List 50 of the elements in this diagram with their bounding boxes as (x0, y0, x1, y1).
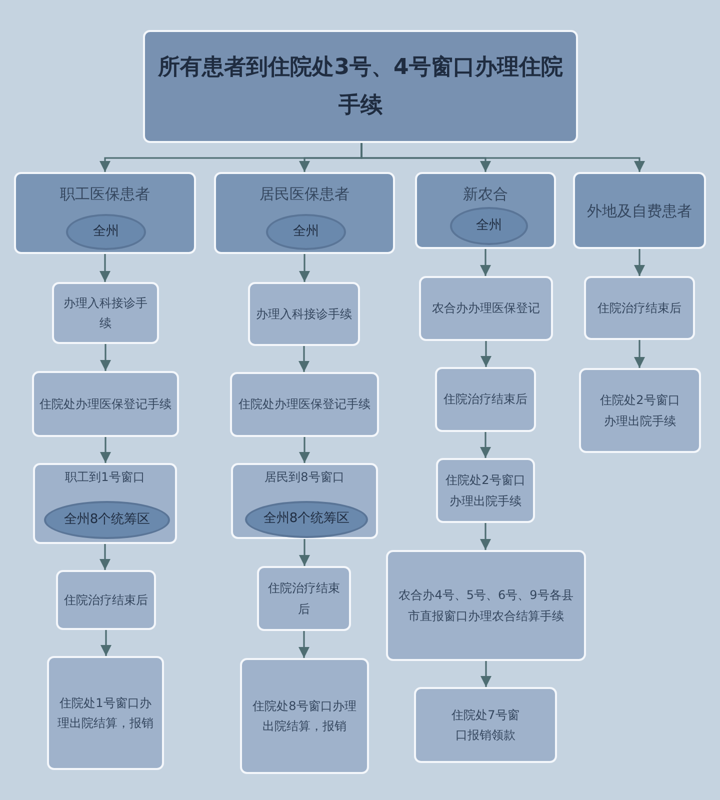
step-box: 农合办办理医保登记 (419, 276, 553, 341)
arrow (298, 346, 310, 372)
region-ellipse: 全州 (266, 214, 346, 250)
step-box: 住院处8号窗口办理出院结算，报销 (240, 658, 369, 774)
arrow (480, 661, 492, 687)
step-box: 住院治疗结束后 (257, 566, 351, 631)
box-heading: 新农合 (463, 184, 508, 205)
region-ellipse: 全州 (450, 207, 528, 245)
arrow (298, 539, 310, 566)
step-box (231, 463, 378, 539)
arrow (100, 630, 112, 656)
arrow (298, 254, 310, 282)
arrow (360, 143, 646, 172)
step-box: 办理入科接诊手续 (52, 282, 159, 344)
box-heading: 居民医保患者 (260, 184, 350, 205)
step-box: 住院处2号窗口办理出院手续 (579, 368, 701, 453)
arrow (99, 544, 111, 570)
arrow (298, 437, 310, 463)
arrow (100, 344, 112, 371)
arrow (99, 254, 111, 282)
step-box: 住院治疗结束后 (435, 367, 536, 432)
step-box: 农合办4号、5号、6号、9号各县市直报窗口办理农合结算手续 (386, 550, 586, 661)
step-box: 办理入科接诊手续 (248, 282, 360, 346)
arrow (480, 341, 492, 367)
category-box (14, 172, 196, 254)
step-box: 住院处2号窗口办理出院手续 (436, 458, 535, 523)
arrow (480, 249, 492, 276)
arrow (100, 437, 112, 463)
box-heading: 职工到1号窗口 (65, 469, 145, 486)
title-box: 所有患者到住院处3号、4号窗口办理住院手续 (143, 30, 578, 143)
step-box: 住院处办理医保登记手续 (230, 372, 379, 437)
step-box (33, 463, 177, 544)
step-box: 住院治疗结束后 (584, 276, 695, 340)
step-box: 住院治疗结束后 (56, 570, 156, 630)
box-heading: 居民到8号窗口 (264, 469, 344, 486)
box-heading: 职工医保患者 (60, 184, 150, 205)
arrow (634, 249, 646, 276)
region-ellipse: 全州 (66, 214, 146, 250)
category-box (415, 172, 556, 249)
step-box: 住院处7号窗口报销领款 (414, 687, 557, 763)
arrow (298, 631, 310, 658)
region-ellipse: 全州8个统筹区 (44, 501, 170, 539)
step-box: 住院处办理医保登记手续 (32, 371, 179, 437)
category-box (214, 172, 395, 254)
category-box: 外地及自费患者 (573, 172, 706, 249)
step-box: 住院处1号窗口办理出院结算，报销 (47, 656, 164, 770)
arrow (480, 432, 492, 458)
arrow (634, 340, 646, 368)
arrow (480, 523, 492, 550)
region-ellipse: 全州8个统筹区 (245, 501, 368, 538)
